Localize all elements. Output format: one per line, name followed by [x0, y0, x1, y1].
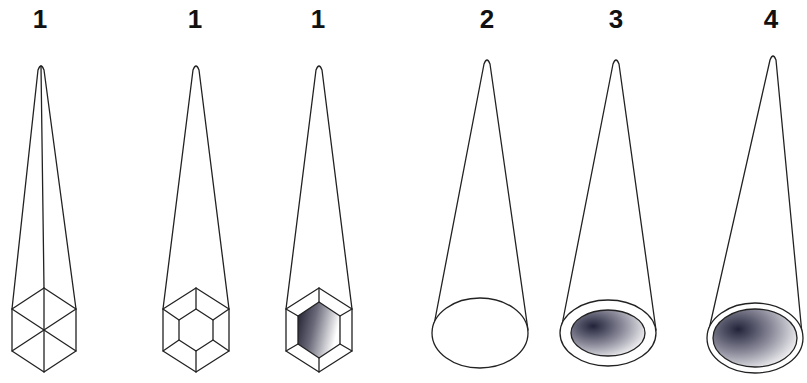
cone [432, 60, 528, 368]
callout-number: 2 [480, 4, 494, 34]
hexagonal-pyramid-frame [163, 66, 229, 372]
callout-number: 1 [33, 4, 47, 34]
callout-number: 1 [188, 4, 202, 34]
hollow-hexagonal-pyramid [286, 66, 352, 372]
hexagonal-pyramid [12, 66, 76, 372]
hollow-cone-thick-rim [560, 60, 656, 366]
callout-number: 1 [311, 4, 325, 34]
hollow-cone-thin-rim [707, 56, 803, 373]
callout-number: 3 [609, 4, 623, 34]
callout-number: 4 [764, 4, 778, 34]
